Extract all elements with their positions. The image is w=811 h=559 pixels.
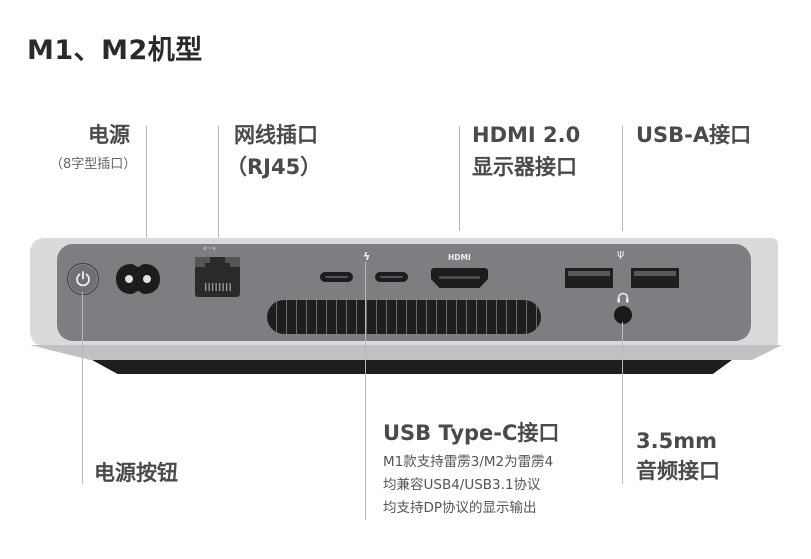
usbc-desc-line-3: 均支持DP协议的显示输出 [383, 500, 537, 516]
usbc-port-1 [320, 272, 353, 282]
power-button[interactable] [67, 263, 99, 295]
page-title: M1、M2机型 [27, 35, 203, 66]
label-audio-1: 3.5mm [636, 429, 717, 453]
label-usbc: USB Type-C接口 [383, 421, 560, 445]
usbc-desc-line-1: M1款支持雷雳3/M2为雷雳4 [383, 454, 554, 470]
headphone-icon [617, 292, 629, 306]
label-hdmi-1: HDMI 2.0 [472, 123, 581, 147]
figure8-socket-icon [116, 264, 160, 294]
label-power: 电源 [88, 123, 130, 147]
leader-ethernet [218, 126, 219, 256]
air-vent [267, 300, 541, 334]
ethernet-icon: ‹··› [203, 244, 216, 254]
label-power-sub: （8字型插口） [50, 157, 137, 172]
leader-audio [622, 322, 623, 484]
leader-power-button [82, 292, 83, 484]
device-ledge [30, 345, 782, 360]
label-audio-2: 音频接口 [636, 459, 720, 483]
power-inlet [116, 264, 160, 294]
power-icon [76, 271, 90, 287]
label-hdmi-2: 显示器接口 [472, 155, 577, 179]
label-usba: USB-A接口 [636, 123, 752, 147]
usbc-desc: M1款支持雷雳3/M2为雷雳4 均兼容USB4/USB3.1协议 均支持DP协议… [383, 451, 553, 520]
leader-hdmi [459, 126, 460, 231]
usbc-desc-line-2: 均兼容USB4/USB3.1协议 [383, 477, 541, 493]
leader-usbc [365, 262, 366, 520]
label-power-button: 电源按钮 [94, 461, 178, 485]
leader-usba [622, 126, 623, 231]
label-ethernet-2: （RJ45） [226, 155, 322, 179]
usba-port-1 [565, 268, 613, 288]
device-foot [92, 360, 732, 374]
usba-port-2 [631, 268, 679, 288]
audio-jack [614, 306, 632, 324]
usbc-port-2 [375, 272, 408, 282]
label-ethernet-1: 网线插口 [234, 123, 318, 147]
hdmi-icon: HDMI [448, 253, 471, 262]
thunderbolt-icon: ϟ [363, 250, 371, 263]
ethernet-port [195, 257, 240, 297]
leader-power [146, 126, 147, 266]
hdmi-port [431, 268, 488, 288]
usb-icon: ψ [617, 247, 625, 260]
